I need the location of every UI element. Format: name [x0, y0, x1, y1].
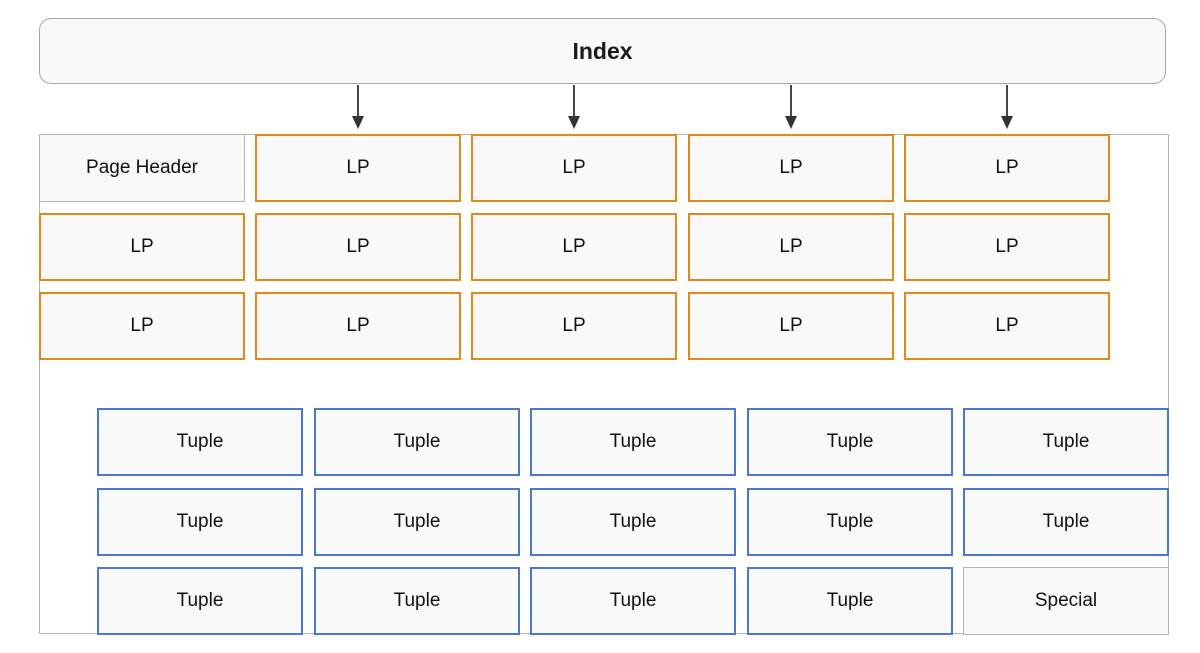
tuple-box: Tuple [963, 408, 1169, 476]
page-header-label: Page Header [86, 157, 198, 178]
line-pointer-label: LP [562, 157, 586, 178]
tuple-label: Tuple [826, 511, 874, 532]
index-label: Index [572, 37, 633, 64]
line-pointer-box: LP [471, 134, 677, 202]
index-arrow-1 [352, 85, 364, 129]
line-pointer-label: LP [779, 315, 803, 336]
tuple-box: Tuple [97, 567, 303, 635]
line-pointer-box: LP [471, 213, 677, 281]
special-label: Special [1034, 590, 1098, 611]
line-pointer-box: LP [904, 134, 1110, 202]
line-pointer-box: LP [688, 134, 894, 202]
special-box: Special [963, 567, 1169, 635]
line-pointer-label: LP [995, 315, 1019, 336]
page-frame [39, 134, 1169, 634]
page-header-box: Page Header [39, 134, 245, 202]
tuple-box: Tuple [314, 408, 520, 476]
tuple-label: Tuple [176, 590, 224, 611]
line-pointer-label: LP [995, 157, 1019, 178]
tuple-label: Tuple [609, 590, 657, 611]
tuple-box: Tuple [97, 408, 303, 476]
line-pointer-box: LP [904, 213, 1110, 281]
index-arrow-3 [785, 85, 797, 129]
tuple-box: Tuple [530, 488, 736, 556]
line-pointer-box: LP [255, 213, 461, 281]
tuple-label: Tuple [826, 590, 874, 611]
line-pointer-label: LP [779, 236, 803, 257]
line-pointer-box: LP [255, 134, 461, 202]
line-pointer-box: LP [39, 213, 245, 281]
line-pointer-label: LP [346, 157, 370, 178]
tuple-box: Tuple [963, 488, 1169, 556]
tuple-box: Tuple [747, 408, 953, 476]
tuple-box: Tuple [747, 488, 953, 556]
line-pointer-box: LP [688, 213, 894, 281]
line-pointer-label: LP [995, 236, 1019, 257]
line-pointer-box: LP [255, 292, 461, 360]
tuple-box: Tuple [314, 488, 520, 556]
tuple-label: Tuple [393, 511, 441, 532]
index-box: Index [39, 18, 1166, 84]
tuple-box: Tuple [530, 567, 736, 635]
line-pointer-label: LP [346, 315, 370, 336]
line-pointer-box: LP [471, 292, 677, 360]
tuple-label: Tuple [1042, 431, 1090, 452]
line-pointer-box: LP [39, 292, 245, 360]
tuple-label: Tuple [609, 431, 657, 452]
tuple-box: Tuple [747, 567, 953, 635]
tuple-label: Tuple [609, 511, 657, 532]
line-pointer-label: LP [562, 236, 586, 257]
line-pointer-box: LP [904, 292, 1110, 360]
line-pointer-box: LP [688, 292, 894, 360]
tuple-box: Tuple [530, 408, 736, 476]
tuple-label: Tuple [176, 511, 224, 532]
tuple-label: Tuple [393, 590, 441, 611]
index-arrow-2 [568, 85, 580, 129]
tuple-label: Tuple [826, 431, 874, 452]
tuple-label: Tuple [176, 431, 224, 452]
tuple-box: Tuple [314, 567, 520, 635]
tuple-box: Tuple [97, 488, 303, 556]
line-pointer-label: LP [130, 236, 154, 257]
line-pointer-label: LP [779, 157, 803, 178]
tuple-label: Tuple [1042, 511, 1090, 532]
line-pointer-label: LP [130, 315, 154, 336]
index-arrow-4 [1001, 85, 1013, 129]
line-pointer-label: LP [346, 236, 370, 257]
tuple-label: Tuple [393, 431, 441, 452]
line-pointer-label: LP [562, 315, 586, 336]
